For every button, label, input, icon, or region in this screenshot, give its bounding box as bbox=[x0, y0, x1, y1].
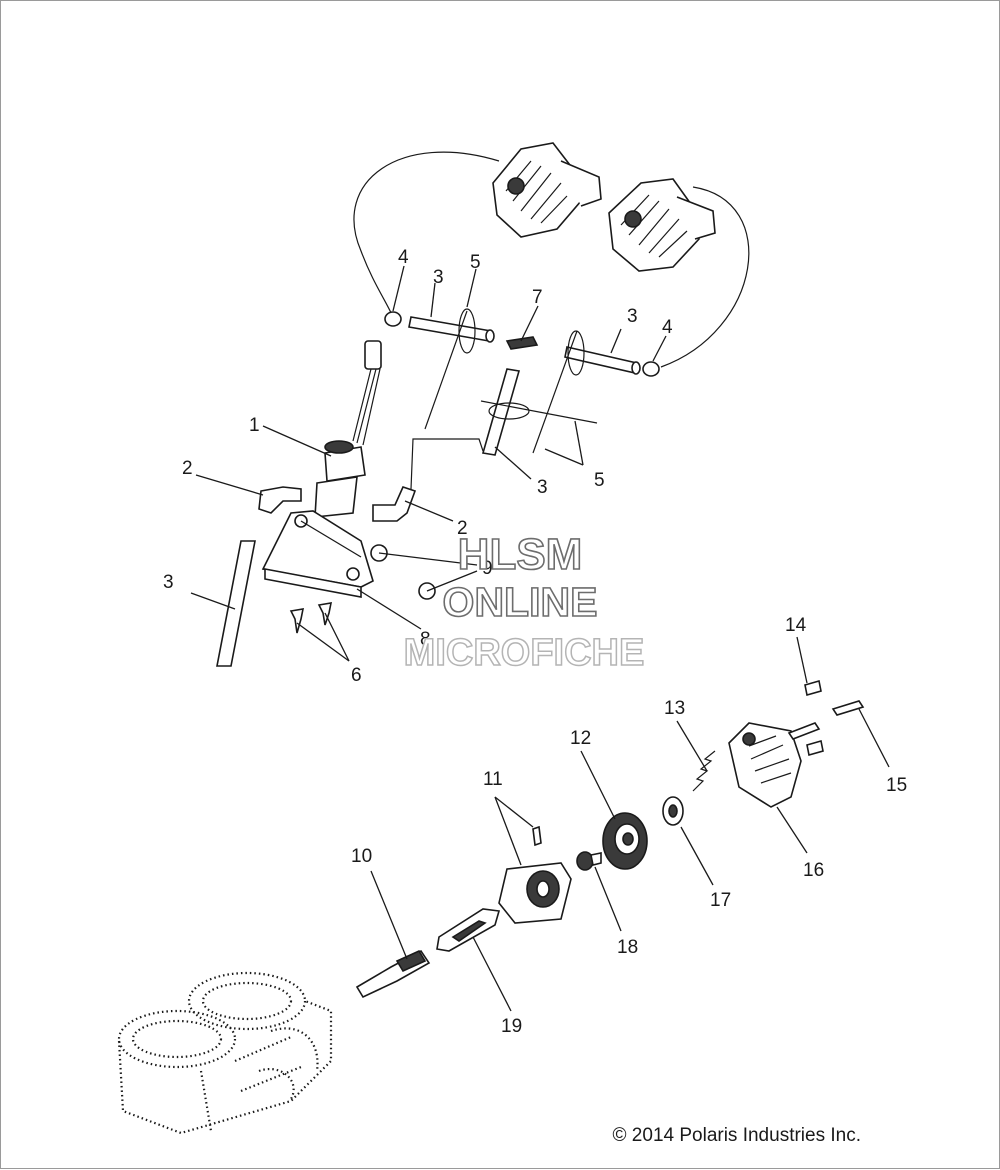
hose-3-lower bbox=[216, 540, 256, 667]
callout-3-upper-left: 3 bbox=[433, 267, 444, 288]
clamp-5-right bbox=[480, 330, 598, 454]
watermark: HLSM ONLINE MICROFICHE bbox=[403, 529, 645, 675]
callout-19: 19 bbox=[501, 1016, 522, 1037]
callout-6: 6 bbox=[351, 665, 362, 686]
elbow-fitting-2-left bbox=[258, 486, 302, 514]
hose-3-upper-left bbox=[408, 316, 492, 342]
watermark-line3: MICROFICHE bbox=[404, 632, 645, 674]
spring-13 bbox=[692, 750, 716, 792]
bracket-8 bbox=[261, 510, 374, 598]
reed-housing-left bbox=[492, 142, 602, 238]
callout-17: 17 bbox=[710, 890, 731, 911]
callout-3-middle: 3 bbox=[537, 477, 548, 498]
callout-5-lower: 5 bbox=[594, 470, 605, 491]
callout-4-right: 4 bbox=[662, 317, 673, 338]
hose-3-middle bbox=[481, 368, 521, 456]
fuel-pump-1 bbox=[314, 340, 382, 518]
screw-14 bbox=[804, 679, 822, 697]
clamp-5-left bbox=[424, 308, 476, 430]
callout-7: 7 bbox=[532, 287, 543, 308]
cap-4-right bbox=[642, 361, 660, 377]
leader-lines bbox=[190, 265, 890, 1012]
callout-2-right: 2 bbox=[457, 518, 468, 539]
hose-3-upper-right bbox=[564, 346, 638, 374]
callout-1: 1 bbox=[249, 415, 260, 436]
callout-12: 12 bbox=[570, 728, 591, 749]
callout-3-upper-right: 3 bbox=[627, 306, 638, 327]
engine-cylinders bbox=[117, 971, 333, 1135]
callout-4-left: 4 bbox=[398, 247, 409, 268]
screw-15-c bbox=[806, 739, 824, 757]
callout-5-upper: 5 bbox=[470, 252, 481, 273]
callout-3-lower: 3 bbox=[163, 572, 174, 593]
callout-10: 10 bbox=[351, 846, 372, 867]
callout-14: 14 bbox=[785, 615, 807, 636]
callout-15: 15 bbox=[886, 775, 907, 796]
pump-cover-16 bbox=[728, 722, 802, 808]
cap-4-left bbox=[384, 311, 402, 327]
callout-16: 16 bbox=[803, 860, 824, 881]
watermark-line2: ONLINE bbox=[443, 579, 598, 625]
callout-labels: 1 2 2 3 3 3 3 4 4 5 5 6 7 8 9 10 11 12 1… bbox=[163, 247, 907, 1037]
diaphragm-12 bbox=[602, 812, 648, 870]
callout-2-left: 2 bbox=[182, 458, 193, 479]
callout-8: 8 bbox=[420, 629, 431, 650]
elbow-fitting-2-right bbox=[372, 438, 484, 522]
callout-18: 18 bbox=[617, 937, 638, 958]
screw-6-a bbox=[289, 608, 305, 634]
screw-15-b bbox=[831, 700, 865, 716]
pump-drive-10 bbox=[355, 949, 431, 999]
screw-15-a bbox=[787, 722, 821, 740]
plate-17 bbox=[662, 796, 684, 826]
fitting-7 bbox=[505, 336, 539, 350]
watermark-line1: HLSM bbox=[458, 530, 583, 579]
hose-loop-right bbox=[660, 186, 750, 368]
check-valve-18 bbox=[576, 851, 602, 871]
callout-13: 13 bbox=[664, 698, 685, 719]
pump-body-11 bbox=[498, 825, 572, 924]
reed-housing-right bbox=[608, 178, 716, 272]
callout-11: 11 bbox=[483, 769, 503, 790]
copyright-notice: © 2014 Polaris Industries Inc. bbox=[613, 1125, 861, 1146]
hose-loop-left bbox=[353, 151, 500, 318]
callout-9: 9 bbox=[482, 558, 493, 579]
